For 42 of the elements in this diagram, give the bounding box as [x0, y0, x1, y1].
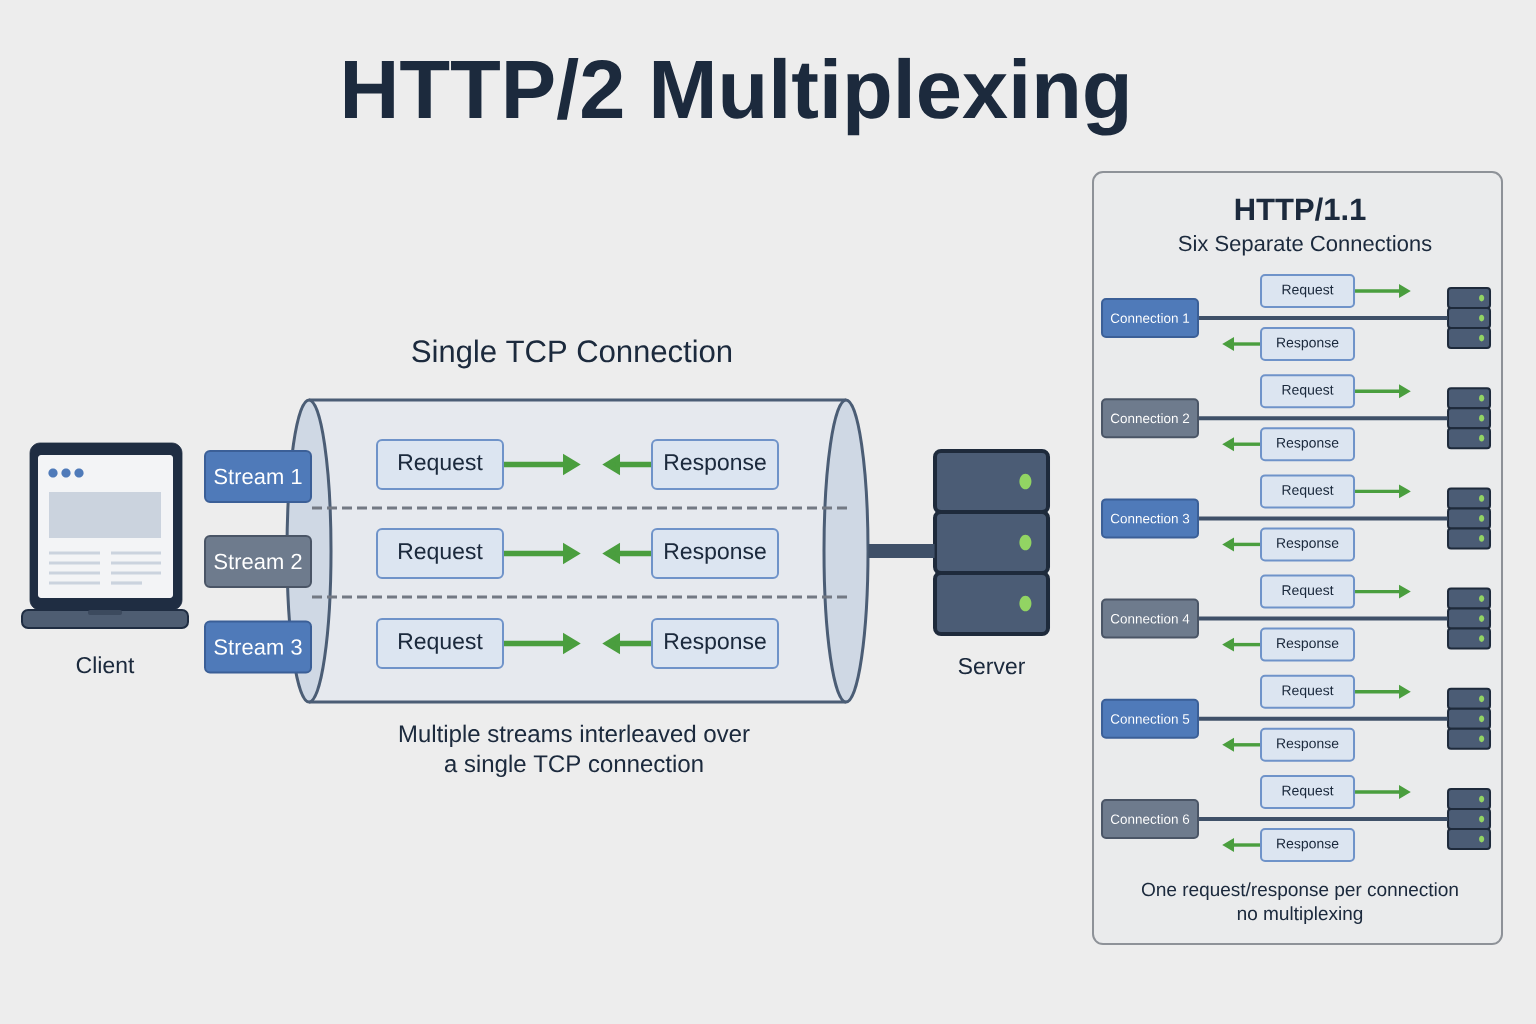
- stream-box: Stream 3: [204, 620, 312, 674]
- connection-box: Connection 1: [1101, 298, 1199, 338]
- node-label: Client: [76, 656, 135, 674]
- connector-line: [868, 544, 935, 558]
- connector-line: [1199, 516, 1448, 521]
- connector-line: [1199, 616, 1448, 621]
- panel-subtitle: Six Separate Connections: [1178, 235, 1432, 256]
- stream-box: Stream 2: [204, 535, 312, 588]
- connector-line: [1199, 716, 1448, 721]
- connection-box: Connection 4: [1101, 598, 1199, 639]
- server-icon: [1447, 788, 1491, 850]
- connection-box: Connection 3: [1101, 498, 1199, 539]
- connection-box: Connection 6: [1101, 799, 1199, 839]
- server-icon: [1447, 687, 1491, 750]
- connector-line: [1199, 316, 1448, 320]
- message-box: Request: [1260, 775, 1355, 809]
- message-box: Response: [1260, 327, 1355, 361]
- server-icon: [1447, 587, 1491, 650]
- server-icon: [1447, 487, 1491, 550]
- connector-line: [1199, 416, 1448, 421]
- message-box: Response: [1260, 427, 1355, 462]
- message-box: Request: [1260, 574, 1355, 609]
- connector-line: [1199, 817, 1448, 821]
- message-box: Request: [1260, 274, 1355, 308]
- node-label: Multiple streams interleaved over a single TCP connection: [399, 724, 750, 777]
- message-box: Response: [1260, 527, 1355, 562]
- server-icon: [1447, 387, 1491, 450]
- message-box: Request: [1260, 674, 1355, 709]
- stream-box: Stream 1: [204, 450, 312, 503]
- connection-box: Connection 2: [1101, 398, 1199, 439]
- connection-box: Connection 5: [1101, 698, 1199, 739]
- message-box: Response: [1260, 828, 1355, 862]
- note: One request/response per connection no multiplexing: [1141, 882, 1458, 924]
- heading: Single TCP Connection: [412, 339, 731, 369]
- message-box: Request: [1260, 474, 1355, 509]
- panel-title: HTTP/1.1: [1235, 197, 1366, 221]
- title: HTTP/2 Multiplexing: [345, 57, 1127, 136]
- message-box: Request: [1260, 374, 1355, 409]
- node-label: Server: [958, 657, 1025, 675]
- server-icon: [1447, 287, 1491, 349]
- message-box: Response: [1260, 627, 1355, 662]
- message-box: Response: [1260, 727, 1355, 762]
